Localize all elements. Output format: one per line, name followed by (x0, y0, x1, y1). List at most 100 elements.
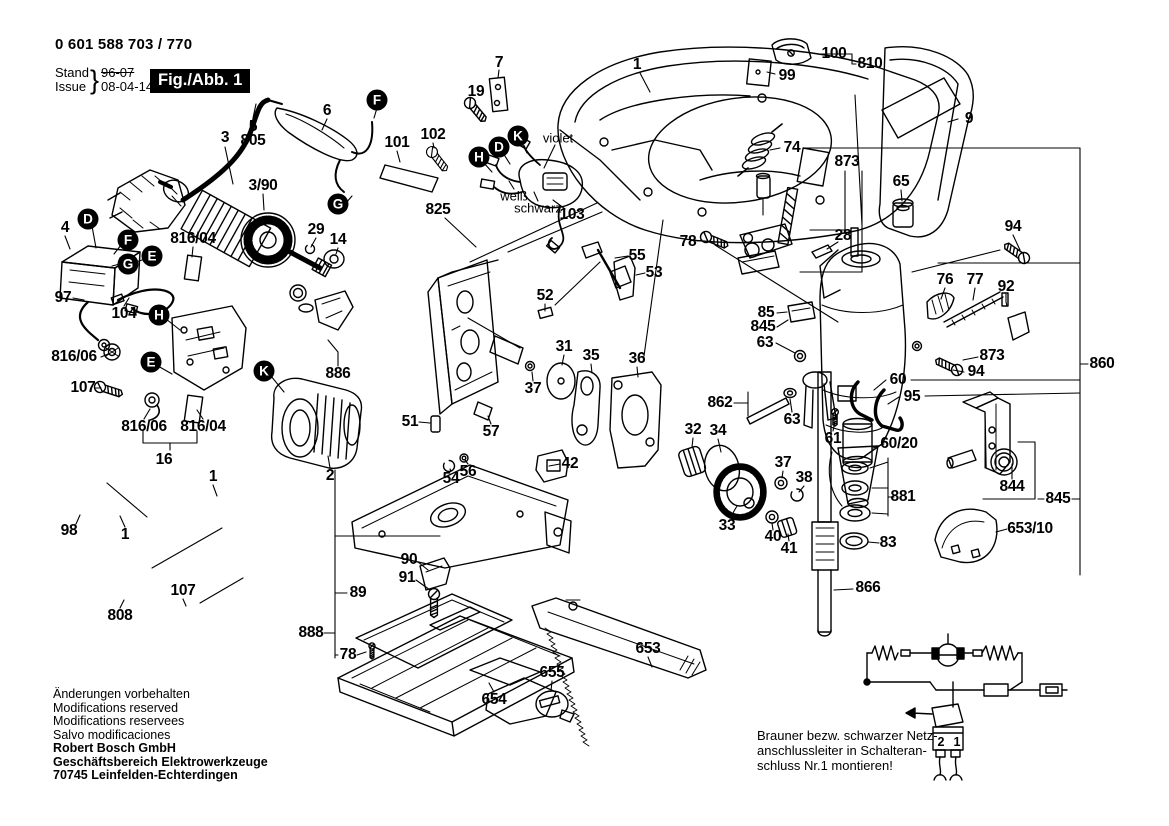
letter-badge: G (327, 193, 349, 215)
part-label: 816/06 (51, 348, 97, 365)
part-label: 57 (482, 423, 500, 440)
part-label: 101 (384, 134, 410, 151)
part-label: 16 (155, 451, 173, 468)
company-line: Robert Bosch GmbH (53, 741, 176, 755)
part-label: 65 (892, 173, 910, 190)
saw-blade-653 (532, 598, 706, 746)
letter-badge: G (117, 253, 139, 275)
part-label: 1 (120, 526, 130, 543)
part-label: 4 (60, 219, 70, 236)
part-label: 7 (494, 54, 504, 71)
wire-color-label: weiß (500, 188, 528, 204)
part-label: 845 (1045, 490, 1071, 507)
part-label: 881 (890, 488, 916, 505)
part-label: 61 (824, 430, 842, 447)
leader-lines (65, 54, 1088, 692)
part-label: 90 (400, 551, 418, 568)
figure-caption: Fig./Abb. 1 (150, 69, 251, 93)
part-label: 94 (1004, 218, 1022, 235)
part-label: 862 (707, 394, 733, 411)
part-label: 816/06 (121, 418, 167, 435)
stand-label: Stand (55, 65, 89, 80)
gear-housing-825 (428, 260, 535, 472)
wiring-note-line: Brauner bezw. schwarzer Netz- (757, 728, 938, 743)
letter-badge: K (253, 360, 275, 382)
part-label: 102 (420, 126, 446, 143)
part-label: 1 (208, 468, 218, 485)
part-label: 52 (536, 287, 554, 304)
notice-line: Modifications reserved (53, 700, 179, 715)
part-label: 63 (783, 411, 801, 428)
guide-parts-76-77-92 (913, 239, 1033, 379)
part-label: 35 (582, 347, 600, 364)
part-label: 77 (966, 271, 984, 288)
part-label: 89 (349, 584, 367, 601)
part-label: 653 (635, 640, 661, 657)
part-label: 6 (322, 102, 332, 119)
wire-color-label: violet (542, 130, 574, 146)
part-label: 2 (325, 467, 335, 484)
letter-badge: K (507, 125, 529, 147)
part-label: 860 (1089, 355, 1115, 372)
part-label: 873 (979, 347, 1005, 364)
part-label: 100 (821, 45, 847, 62)
superseded-date: 96-07 (101, 65, 135, 80)
letter-badge: E (140, 351, 162, 373)
part-label: 76 (936, 271, 954, 288)
circuit-schematic (864, 634, 1067, 780)
part-label: 92 (997, 278, 1015, 295)
part-label: 97 (54, 289, 72, 306)
part-label: 31 (555, 338, 573, 355)
letter-badge: H (468, 146, 490, 168)
part-label: 85 (757, 304, 775, 321)
part-label: 873 (834, 153, 860, 170)
part-label: 816/04 (170, 230, 216, 247)
part-label: 37 (524, 380, 542, 397)
part-label: 104 (111, 305, 137, 322)
base-plate-group (338, 465, 574, 736)
part-label: 103 (559, 206, 585, 223)
part-label: 29 (307, 221, 325, 238)
company-line: Geschäftsbereich Elektrowerkzeuge (53, 754, 268, 769)
wiring-note-line: schluss Nr.1 montieren! (757, 758, 893, 773)
part-label: 1 (632, 56, 642, 73)
letter-badge: F (117, 229, 139, 251)
part-label: 805 (240, 132, 266, 149)
notice-line: Salvo modificaciones (53, 727, 171, 742)
part-label: 810 (857, 55, 883, 72)
part-label: 816/04 (180, 418, 226, 435)
issue-block: Stand Issue } 96-07 08-04-14 (55, 66, 153, 94)
part-label: 98 (60, 522, 78, 539)
part-label: 107 (170, 582, 196, 599)
part-label: 825 (425, 201, 451, 218)
part-label: 60/20 (880, 435, 918, 452)
part-label: 36 (628, 350, 646, 367)
part-label: 19 (467, 83, 485, 100)
part-label: 74 (783, 139, 801, 156)
part-label: 55 (628, 247, 646, 264)
pressure-lever-group (698, 124, 913, 274)
counterweight-group (536, 363, 661, 482)
clamp-886 (290, 285, 353, 330)
letter-badge: F (366, 89, 388, 111)
letter-badge: D (488, 136, 510, 158)
part-label: 99 (778, 67, 796, 84)
part-label: 844 (999, 478, 1025, 495)
part-label: 56 (459, 463, 477, 480)
part-label: 78 (339, 646, 357, 663)
part-label: 808 (107, 607, 133, 624)
part-label: 78 (679, 233, 697, 250)
part-label: 5 (248, 118, 258, 135)
letter-badge: D (77, 208, 99, 230)
part-label: 3 (220, 129, 230, 146)
rod-group-52-55-53 (538, 242, 635, 318)
part-label: 14 (329, 231, 347, 248)
plunger-parts (747, 372, 902, 636)
part-label: 41 (780, 540, 798, 557)
wire-color-label: schwarz (514, 200, 562, 216)
issue-brace: } (89, 65, 100, 95)
part-label: 60 (889, 371, 907, 388)
part-label: 32 (684, 421, 702, 438)
part-label: 38 (795, 469, 813, 486)
